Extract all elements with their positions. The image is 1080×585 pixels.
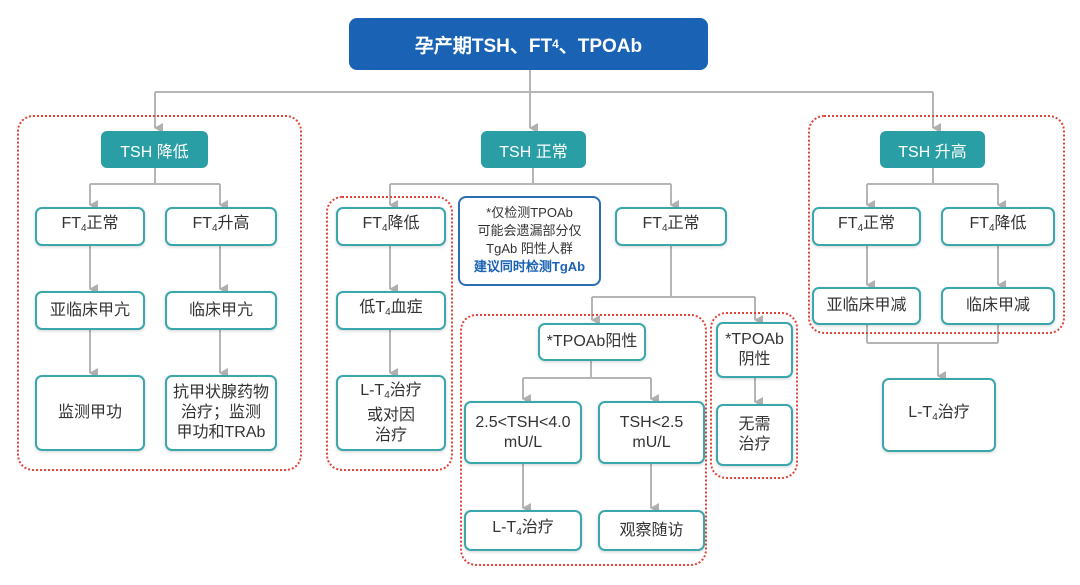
- node-ft4-normal: FT4正常: [35, 207, 145, 246]
- text: 降低: [994, 215, 1027, 232]
- subscript: 4: [857, 223, 864, 234]
- note-line: TgAb 阳性人群: [486, 241, 573, 256]
- text: 升高: [217, 215, 250, 232]
- group-ft4-low: [326, 196, 453, 471]
- node-subclinical-hypo: 亚临床甲减: [812, 287, 921, 325]
- node-ft4-high: FT4升高: [165, 207, 277, 246]
- subscript: 4: [381, 223, 388, 234]
- node-ft4-low-right: FT4降低: [941, 207, 1055, 246]
- text: 正常: [863, 215, 896, 232]
- text: 甲功和TRAb: [176, 424, 266, 441]
- node-tsh-below-2.5: TSH<2.5 mU/L: [598, 401, 705, 464]
- node-ft4-normal-right: FT4正常: [812, 207, 921, 246]
- note-tgab: *仅检测TPOAb 可能会遗漏部分仅 TgAb 阳性人群 建议同时检测TgAb: [458, 196, 601, 286]
- title-text-end: 、TPOAb: [558, 35, 643, 57]
- text: 血症: [390, 299, 423, 316]
- node-tpoab-negative: *TPOAb 阴性: [716, 322, 793, 378]
- text: L-T: [908, 403, 933, 421]
- node-low-t4: 低T4血症: [336, 291, 446, 330]
- subscript: 4: [80, 223, 87, 234]
- subscript: 4: [988, 223, 995, 234]
- node-lt4-treatment-right: L-T4治疗: [882, 378, 996, 452]
- node-lt4-or-cause: L-T4治疗或对因治疗: [336, 375, 446, 451]
- subscript: 4: [932, 411, 938, 423]
- node-lt4-treatment: L-T4治疗: [464, 510, 582, 551]
- group-tsh-low: [17, 115, 302, 471]
- text: mU/L: [632, 433, 671, 451]
- node-observe: 观察随访: [598, 510, 705, 551]
- subscript: 4: [385, 307, 391, 318]
- text: FT: [837, 215, 858, 232]
- header-tsh-low: TSH 降低: [101, 131, 208, 168]
- text: 治疗: [389, 381, 422, 399]
- text: 阴性: [738, 351, 771, 368]
- text: 正常: [667, 215, 700, 232]
- title-subscript: 4: [552, 37, 559, 51]
- text: FT: [362, 215, 382, 232]
- text: 治疗: [738, 436, 771, 453]
- text: FT: [61, 215, 81, 232]
- node-tpoab-positive: *TPOAb阳性: [538, 323, 646, 361]
- text: FT: [642, 215, 662, 232]
- header-tsh-high: TSH 升高: [880, 131, 985, 168]
- subscript: 4: [516, 527, 522, 538]
- subscript: 4: [211, 223, 218, 234]
- text: 或对因: [366, 406, 415, 424]
- text: L-T: [492, 519, 517, 536]
- node-monitor: 监测甲功: [35, 375, 145, 451]
- text: 正常: [86, 215, 119, 232]
- text: 治疗；监测: [180, 404, 261, 421]
- node-ft4-normal-mid: FT4正常: [615, 207, 727, 246]
- title-text: 孕产期TSH、FT: [414, 35, 553, 57]
- note-line: *仅检测TPOAb: [486, 205, 573, 220]
- text: 2.5<TSH<4.0: [475, 413, 571, 431]
- text: *TPOAb: [725, 331, 784, 348]
- text: 治疗: [521, 519, 554, 536]
- node-antithyroid-treatment: 抗甲状腺药物治疗；监测甲功和TRAb: [165, 375, 277, 451]
- node-no-treatment: 无需治疗: [716, 404, 793, 466]
- subscript: 4: [384, 389, 390, 401]
- group-tpoab-negative: [710, 312, 798, 479]
- note-line: 可能会遗漏部分仅: [477, 223, 582, 238]
- text: 治疗: [374, 426, 407, 444]
- text: FT: [192, 215, 212, 232]
- node-tsh-2.5-4.0: 2.5<TSH<4.0 mU/L: [464, 401, 582, 464]
- node-clinical-hypo: 临床甲减: [941, 287, 1055, 325]
- text: FT: [969, 215, 989, 232]
- node-ft4-low: FT4降低: [336, 207, 446, 246]
- text: TSH<2.5: [619, 413, 684, 431]
- subscript: 4: [661, 223, 668, 234]
- text: 降低: [387, 215, 420, 232]
- text: 无需: [738, 416, 771, 433]
- node-clinical-hyper: 临床甲亢: [165, 291, 277, 330]
- note-highlight: 建议同时检测TgAb: [473, 259, 586, 274]
- group-tsh-high: [808, 115, 1065, 334]
- node-subclinical-hyper: 亚临床甲亢: [35, 291, 145, 330]
- text: mU/L: [503, 433, 543, 451]
- text: 治疗: [937, 403, 970, 421]
- text: 抗甲状腺药物: [172, 384, 269, 401]
- text: 低T: [359, 299, 386, 316]
- header-tsh-normal: TSH 正常: [481, 131, 586, 168]
- group-tpoab-positive: [460, 314, 707, 566]
- text: L-T: [360, 381, 385, 399]
